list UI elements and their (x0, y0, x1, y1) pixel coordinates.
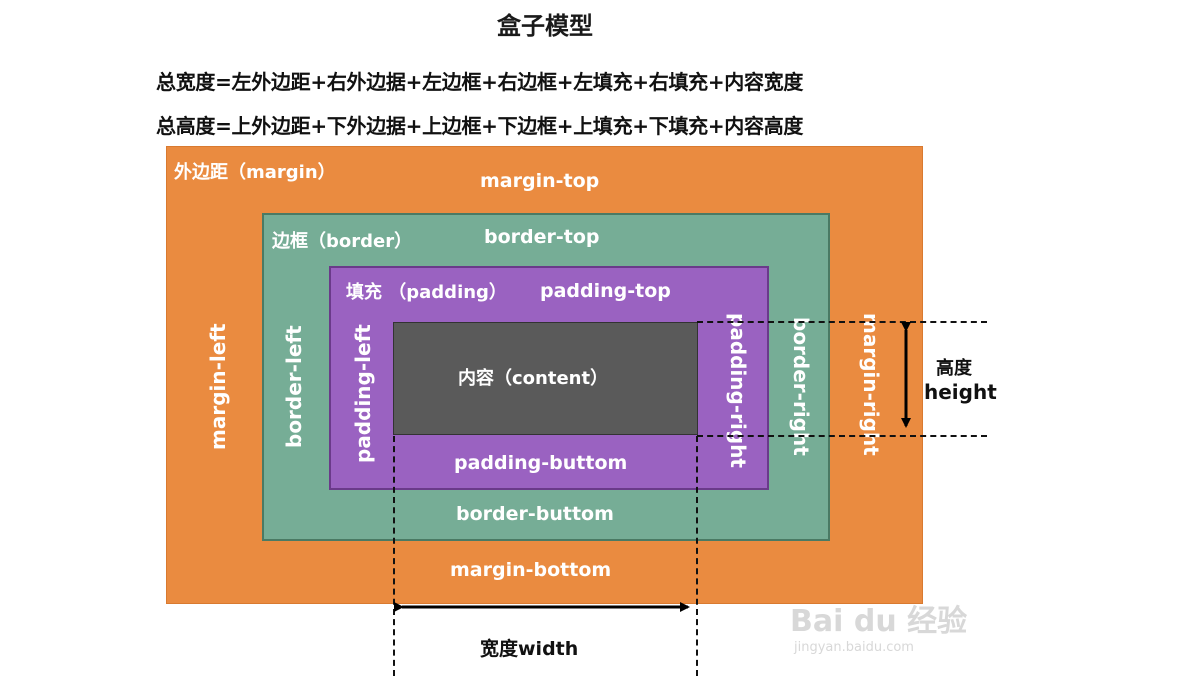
padding-bottom-label: padding-buttom (454, 452, 628, 474)
height-guide-bottom-line (697, 435, 987, 437)
content-box (393, 322, 698, 435)
height-guide-top-line (697, 321, 987, 323)
total-height-formula: 总高度=上外边距+下外边据+上边框+下边框+上填充+下填充+内容高度 (156, 114, 804, 138)
padding-top-label: padding-top (540, 280, 671, 302)
margin-name-label: 外边距（margin） (174, 162, 336, 183)
width-label: 宽度width (480, 638, 579, 660)
baidu-watermark-logo: Bai du 经验 (790, 604, 968, 639)
total-width-formula: 总宽度=左外边距+右外边据+左边框+右边框+左填充+右填充+内容宽度 (156, 70, 804, 94)
border-name-label: 边框（border） (272, 231, 413, 252)
margin-top-label: margin-top (480, 170, 600, 192)
border-bottom-label: border-buttom (456, 503, 614, 525)
width-guide-right-line (696, 436, 698, 676)
content-name-label: 内容（content） (458, 368, 609, 389)
baidu-watermark-url: jingyan.baidu.com (794, 640, 914, 655)
padding-name-label: 填充 （padding） (346, 282, 507, 303)
border-top-label: border-top (484, 226, 600, 248)
height-en-label: height (924, 380, 997, 404)
height-cn-label: 高度 (936, 358, 972, 379)
diagram-title: 盒子模型 (497, 12, 593, 40)
width-guide-left-line (393, 436, 395, 676)
margin-bottom-label: margin-bottom (450, 559, 612, 581)
